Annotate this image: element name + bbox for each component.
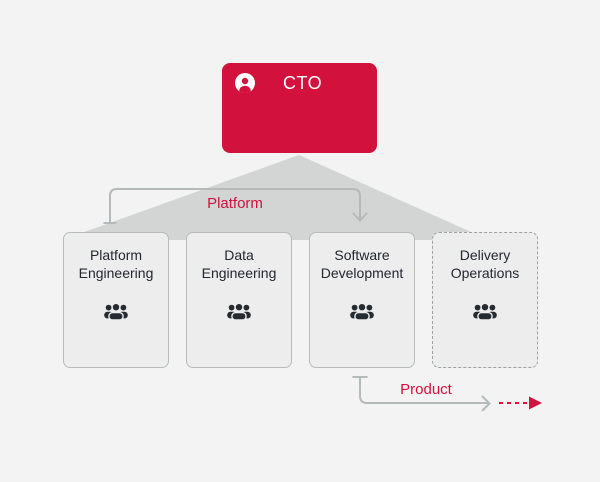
product-arrow bbox=[352, 376, 491, 412]
node-cto: CTO bbox=[222, 63, 377, 153]
cto-label: CTO bbox=[283, 73, 323, 93]
department-label: Data Engineering bbox=[201, 247, 277, 281]
hierarchy-triangle bbox=[62, 155, 489, 240]
node-delivery-operations: Delivery Operations bbox=[432, 232, 538, 368]
node-data-engineering: Data Engineering bbox=[186, 232, 292, 368]
product-flow-label: Product bbox=[400, 381, 452, 398]
team-icon bbox=[350, 302, 374, 321]
team-icon bbox=[473, 302, 497, 321]
department-label: Software Development bbox=[320, 247, 404, 281]
product-continuation-arrow bbox=[499, 396, 542, 410]
team-icon bbox=[227, 302, 251, 321]
platform-flow-label: Platform bbox=[207, 195, 263, 212]
department-label: Delivery Operations bbox=[450, 247, 520, 281]
team-icon bbox=[104, 302, 128, 321]
person-avatar-icon bbox=[235, 73, 255, 93]
platform-arrow bbox=[103, 188, 368, 224]
department-label: Platform Engineering bbox=[78, 247, 154, 281]
node-platform-engineering: Platform Engineering bbox=[63, 232, 169, 368]
node-software-development: Software Development bbox=[309, 232, 415, 368]
